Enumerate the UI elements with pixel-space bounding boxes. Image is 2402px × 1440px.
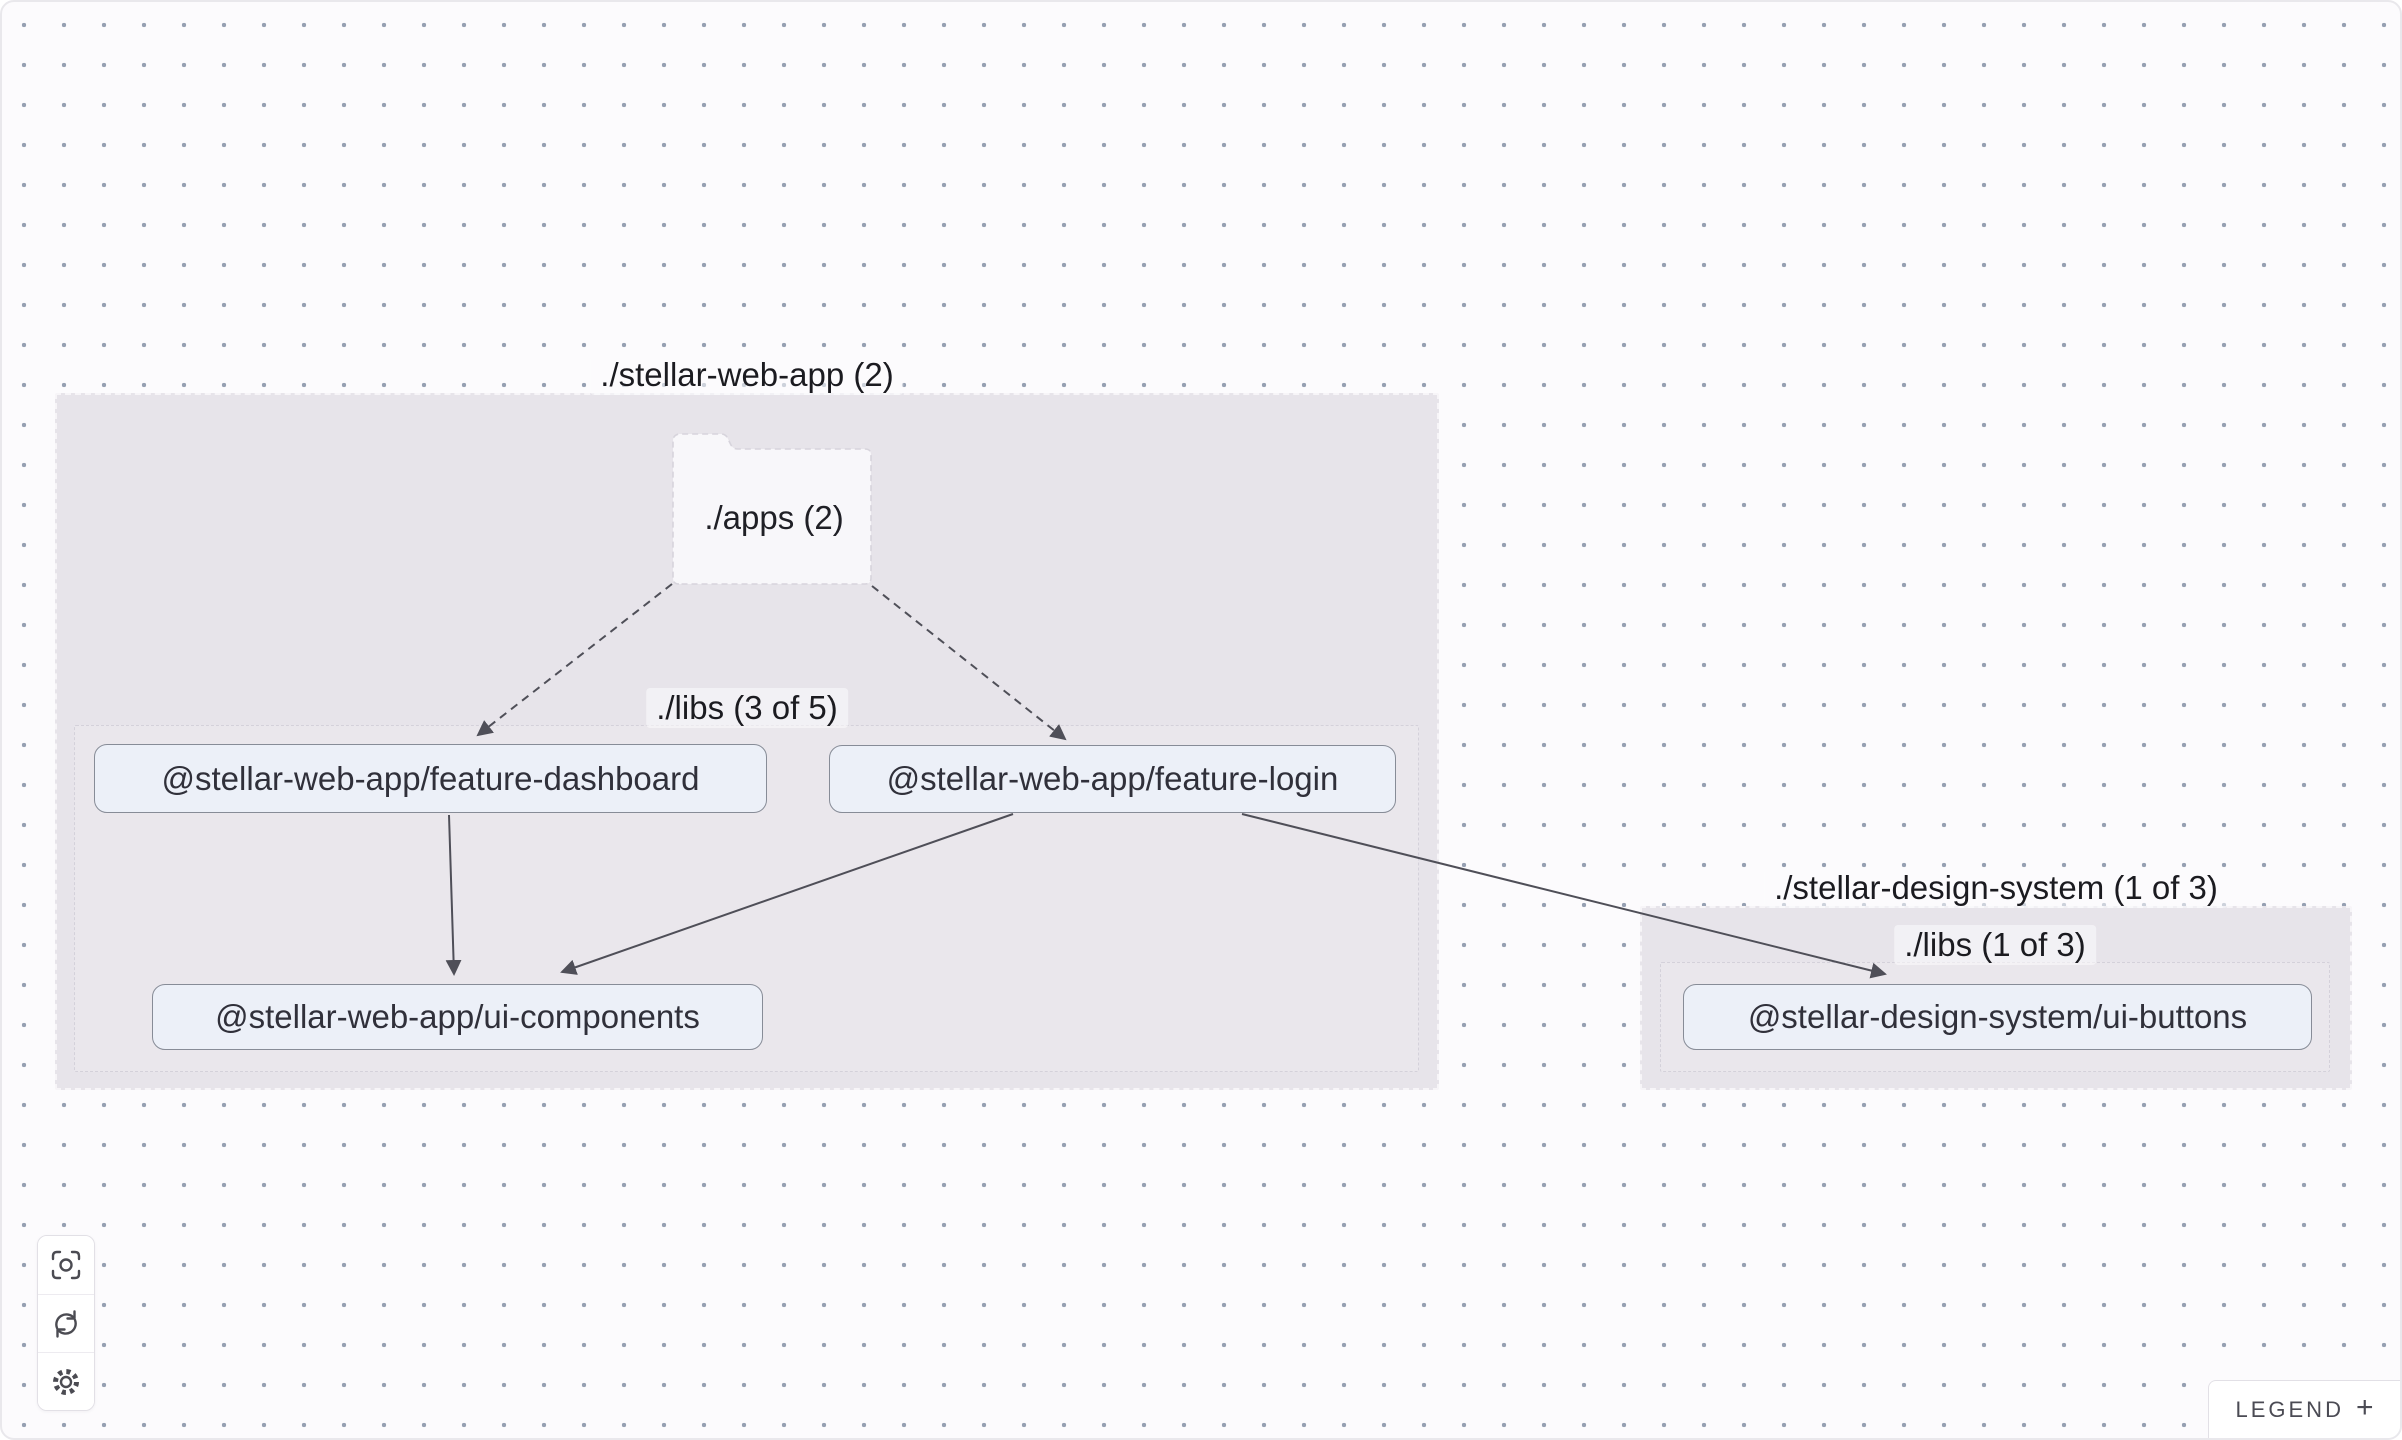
project-node-ui-buttons[interactable]: @stellar-design-system/ui-buttons (1683, 984, 2312, 1050)
gear-icon (53, 1368, 79, 1395)
group-label-stellar-design-system: ./stellar-design-system (1 of 3) (1764, 868, 2228, 908)
project-node-ui-components[interactable]: @stellar-web-app/ui-components (152, 984, 763, 1050)
project-node-feature-login[interactable]: @stellar-web-app/feature-login (829, 745, 1396, 813)
group-label-stellar-web-app: ./stellar-web-app (2) (590, 355, 904, 395)
legend-toggle[interactable]: LEGEND + (2208, 1380, 2400, 1438)
refresh-icon (55, 1309, 77, 1338)
folder-node-apps[interactable]: ./apps (2) (670, 431, 874, 586)
focus-icon (51, 1250, 81, 1280)
folder-icon (672, 433, 872, 585)
project-node-feature-dashboard[interactable]: @stellar-web-app/feature-dashboard (94, 744, 767, 813)
plus-icon: + (2355, 1391, 2374, 1424)
group-label-web-app-libs: ./libs (3 of 5) (646, 688, 848, 728)
group-label-design-system-libs: ./libs (1 of 3) (1894, 925, 2096, 965)
legend-label: LEGEND (2235, 1396, 2344, 1422)
refresh-button[interactable] (38, 1294, 94, 1352)
folder-label: ./apps (2) (704, 499, 844, 536)
focus-button[interactable] (38, 1236, 94, 1294)
canvas-toolbar (37, 1235, 95, 1411)
settings-button[interactable] (38, 1352, 94, 1410)
